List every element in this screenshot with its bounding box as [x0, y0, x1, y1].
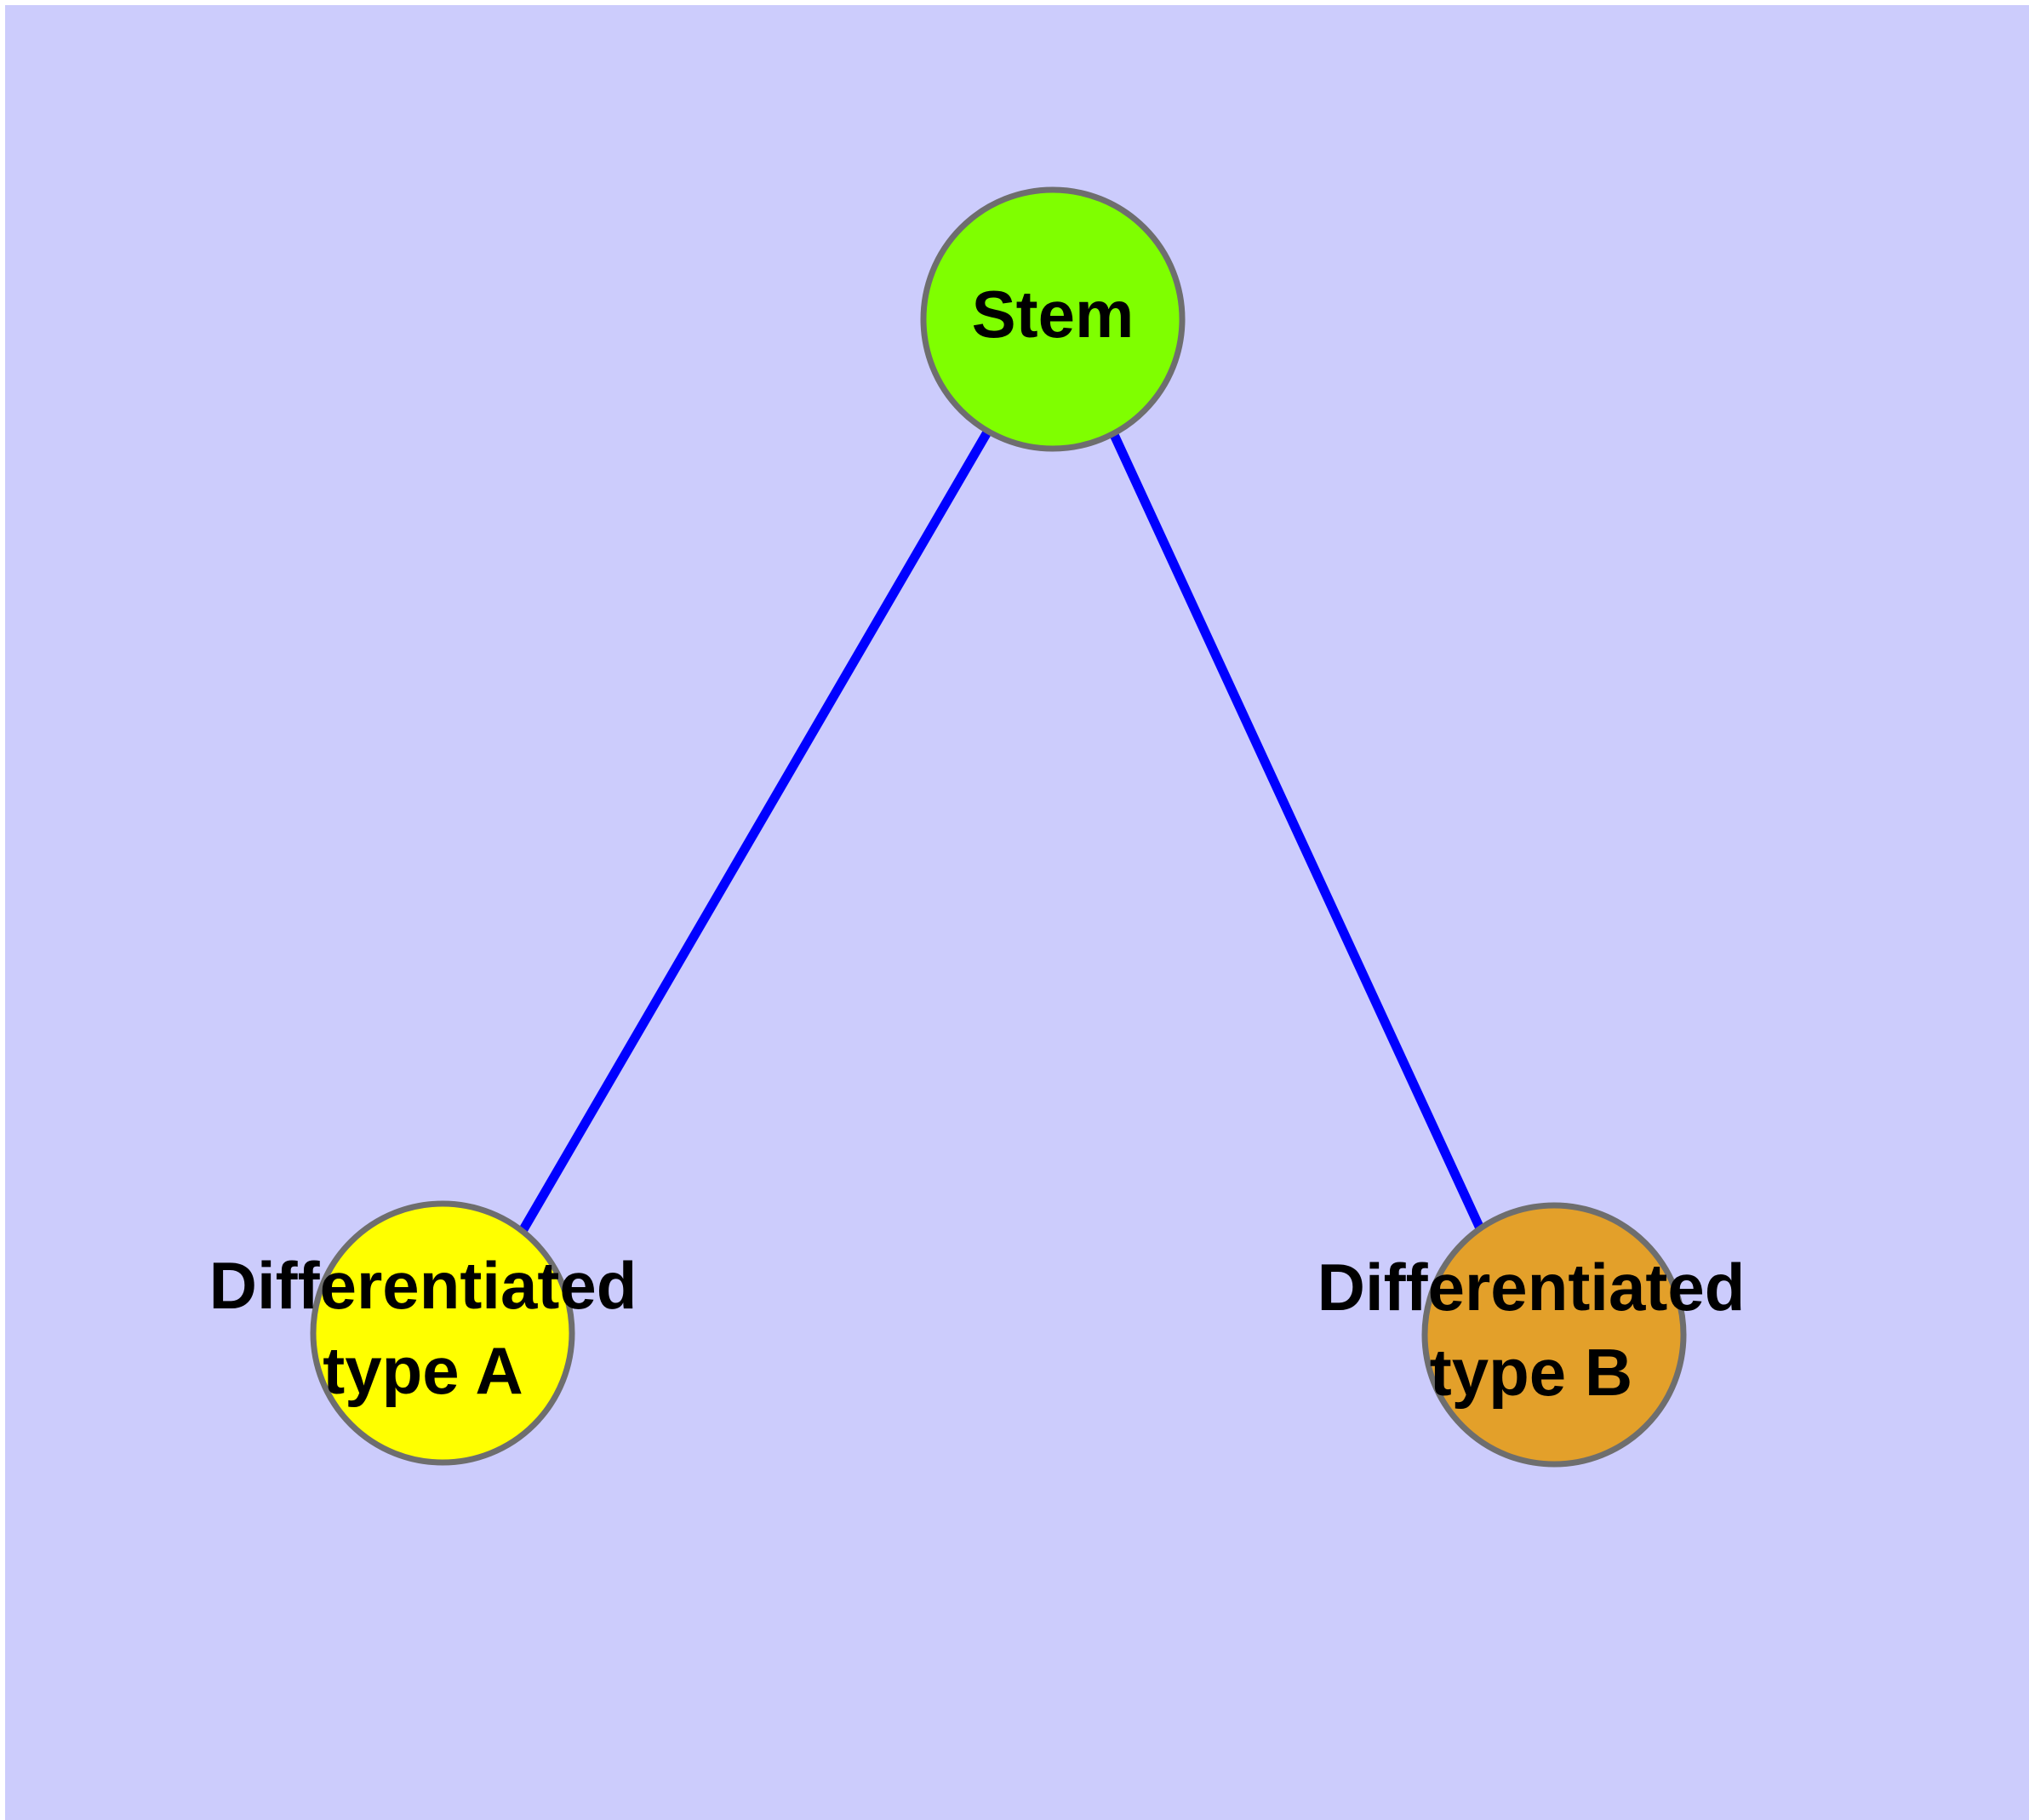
node-label-line: type A [323, 1333, 523, 1408]
node-label-line: Differentiated [1317, 1250, 1746, 1325]
graph-node-diff_a[interactable] [310, 1200, 575, 1466]
node-label-line: type B [1430, 1335, 1632, 1410]
node-label-diff_a: Differentiated type A [209, 1248, 637, 1408]
edges-group [518, 425, 1484, 1233]
graph-edge-stem-diff_a[interactable] [518, 428, 992, 1233]
node-label-diff_b: Differentiated type B [1317, 1250, 1746, 1410]
node-label-line: Stem [972, 277, 1135, 352]
graph-node-stem[interactable] [920, 186, 1186, 452]
graph-edge-stem-diff_b[interactable] [1106, 425, 1484, 1231]
node-label-line: Differentiated [209, 1248, 637, 1323]
node-label-stem: Stem [972, 277, 1135, 352]
graph-node-diff_b[interactable] [1421, 1202, 1687, 1468]
nodes-group [310, 186, 1687, 1468]
